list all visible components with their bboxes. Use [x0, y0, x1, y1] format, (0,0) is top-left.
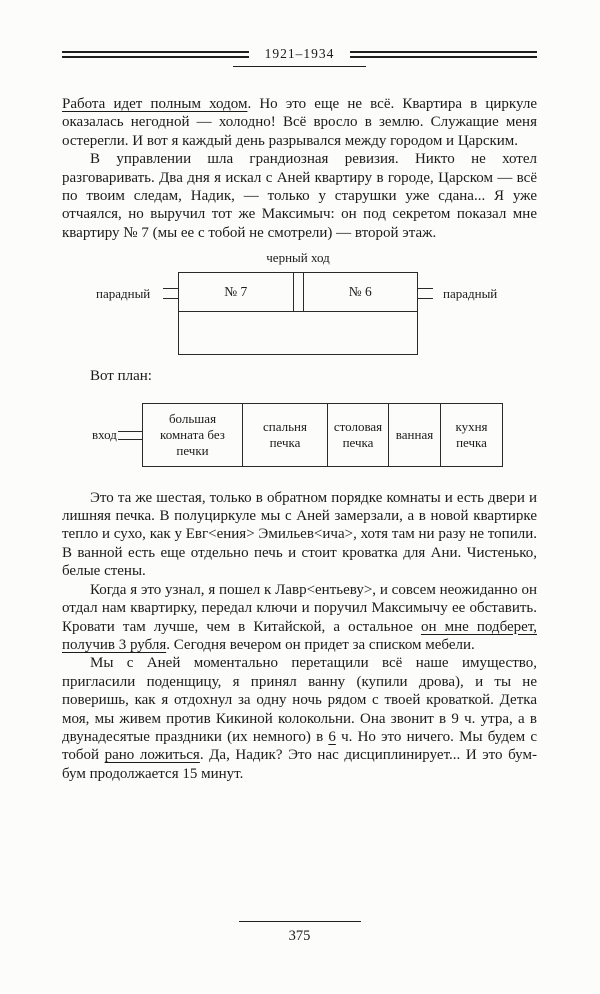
room-cell-bedroom: спальня печка [243, 403, 328, 466]
text-segment: Мы с Аней моментально перетащили всё наш… [62, 655, 537, 745]
apartments-outline: № 7 № 6 [178, 272, 418, 356]
text-segment: Когда я это узнал, я пошел к Лавр<ентьев… [62, 581, 537, 635]
underlined-text: Работа идет полным ходом [62, 96, 248, 112]
body-paragraphs-bottom: Это та же шестая, только в обратном поря… [62, 489, 537, 784]
entrance-door-mark [118, 430, 142, 440]
body-paragraphs-top: Работа идет полным ходом. Но это еще не … [62, 95, 537, 242]
room-cell-bathroom: ванная [389, 403, 441, 466]
header-rule-left [62, 51, 249, 58]
page-content: 1921–1934 Работа идет полным ходом. Но э… [62, 45, 537, 784]
paragraph: Мы с Аней моментально перетащили всё наш… [62, 654, 537, 783]
room-cell-kitchen: кухня печка [455, 418, 488, 450]
entrance-label: вход [92, 426, 117, 442]
plan-intro: Вот план: [90, 368, 152, 385]
door-mark-right [417, 288, 433, 300]
apartment-7-cell: № 7 [224, 284, 248, 300]
text-segment: . Да, Надик? Это нас дисциплинирует... И… [62, 747, 537, 782]
text-segment: В управлении шла грандиозная ревизия. Ни… [62, 151, 537, 241]
header-rule-right [350, 51, 537, 58]
stairwell-strip [292, 273, 304, 312]
header-years: 1921–1934 [264, 46, 335, 61]
paragraph: Работа идет полным ходом. Но это еще не … [62, 95, 537, 150]
flat-plan-rooms: большая комната без печки спальня печка … [142, 402, 503, 467]
text-segment: . Сегодня вечером он придет за списком м… [166, 636, 475, 653]
apartments-row: № 7 № 6 [179, 273, 417, 313]
paragraph: Когда я это узнал, я пошел к Лавр<ентьев… [62, 581, 537, 655]
floor-diagram-apartments: черный ход парадный № 7 № 6 парадный [62, 250, 537, 356]
text-segment: . Но это еще не всё. Квартира в циркуле … [62, 96, 537, 149]
underlined-text: 6 [328, 728, 336, 745]
running-header: 1921–1934 [62, 45, 537, 69]
apartment-6-cell: № 6 [348, 284, 372, 300]
back-entrance-label: черный ход [266, 250, 330, 266]
footer-rule [238, 921, 361, 922]
paragraph: В управлении шла грандиозная ревизия. Ни… [62, 150, 537, 242]
flat-plan-diagram: вход большая комната без печки спальня п… [62, 402, 537, 467]
page-footer: 375 [62, 921, 537, 945]
underlined-text: он мне подберет, получив 3 рубля [62, 618, 537, 653]
header-title-underline: 1921–1934 [232, 45, 367, 67]
text-segment: Это та же шестая, только в обратном поря… [62, 489, 537, 580]
text-segment: ч. Но это ничего. Мы будем с тобой [62, 728, 537, 764]
paragraph: Это та же шестая, только в обратном поря… [62, 489, 537, 581]
room-cell-dining: столовая печка [328, 403, 389, 466]
door-mark-left [163, 288, 179, 300]
page-number: 375 [288, 928, 311, 944]
front-entrance-right-label: парадный [443, 286, 498, 302]
underlined-text: рано ложиться [104, 747, 200, 764]
front-entrance-left-label: парадный [96, 286, 151, 302]
room-cell-big-room: большая комната без печки [143, 403, 243, 466]
